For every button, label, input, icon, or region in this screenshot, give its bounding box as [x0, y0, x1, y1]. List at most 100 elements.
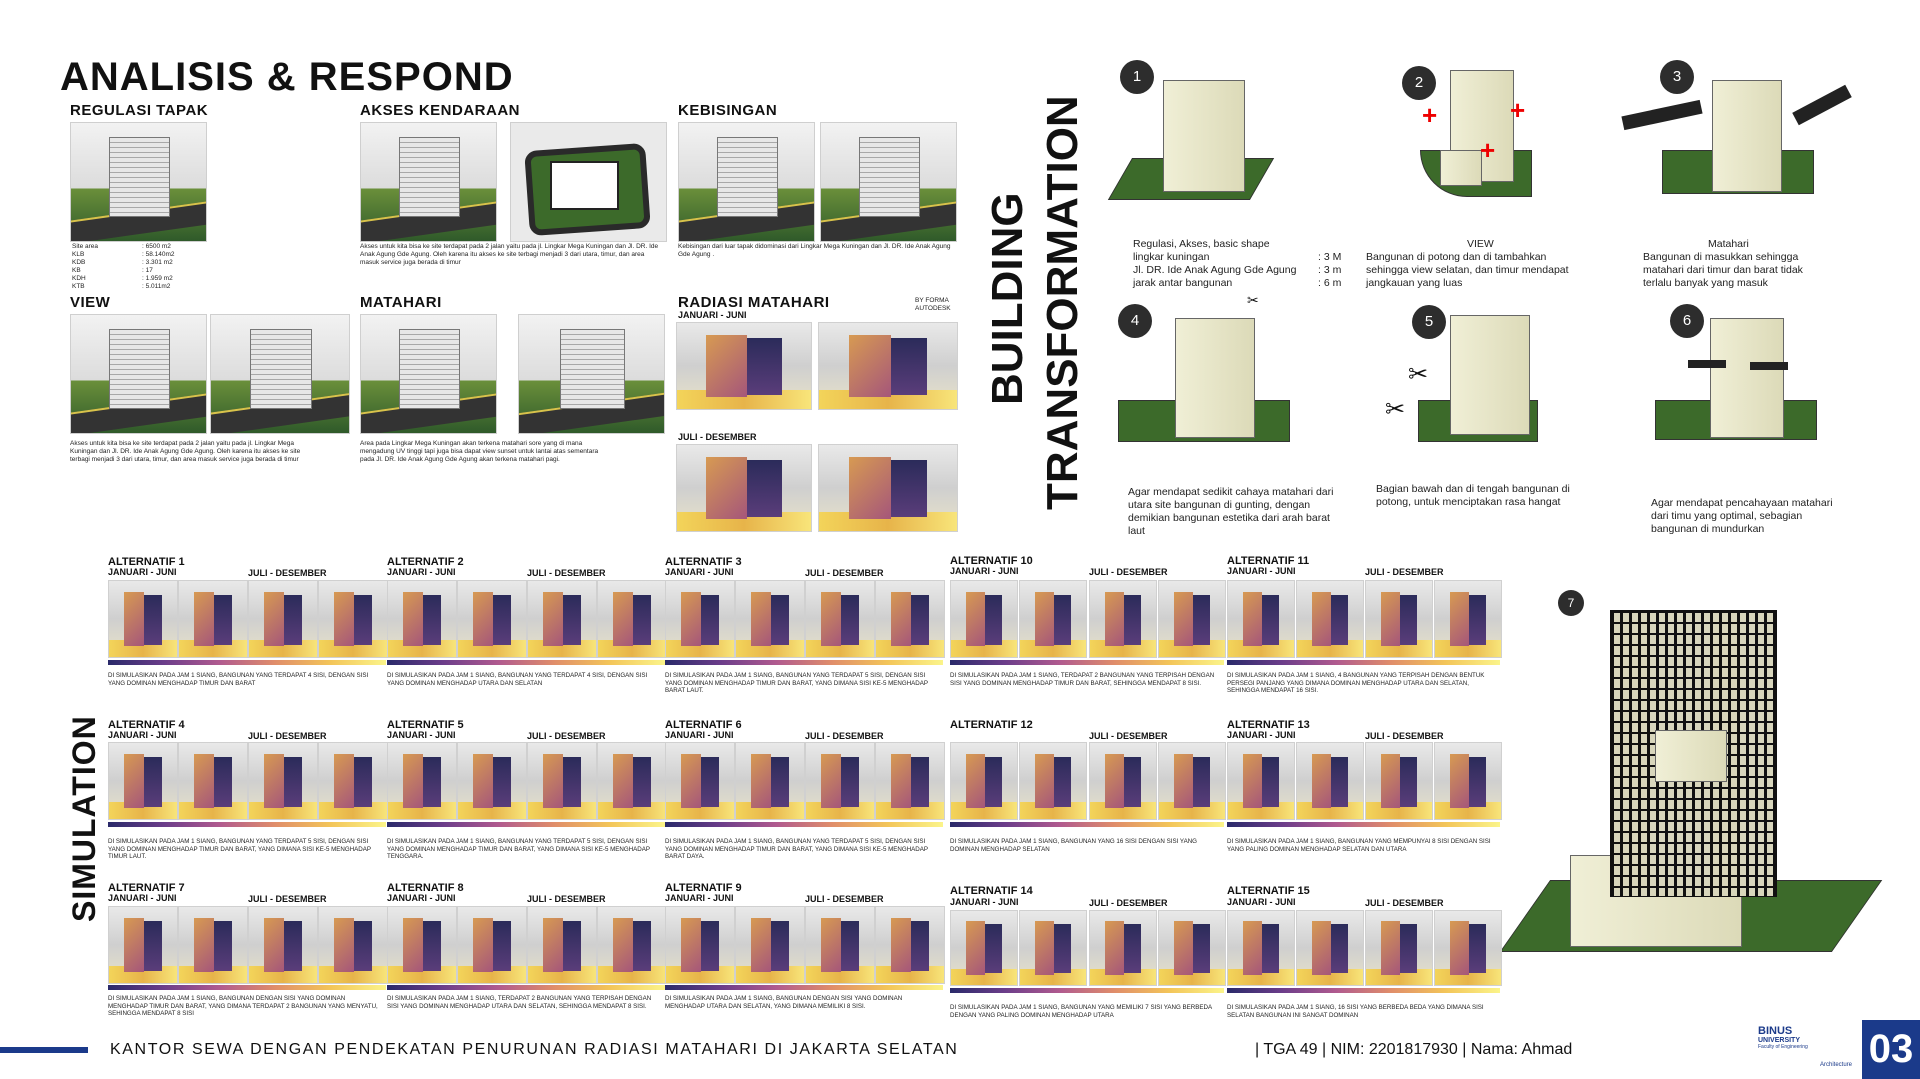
radiasi-title: RADIASI MATAHARI: [678, 294, 830, 311]
alt-11-p1: JANUARI - JUNI: [1227, 566, 1296, 576]
alt-15-scale: [1227, 988, 1500, 993]
alt-2-img: [457, 580, 527, 658]
alt-14-img: [1019, 910, 1087, 986]
alt-1-p2: JULI - DESEMBER: [248, 568, 327, 578]
view-image-1: [70, 314, 207, 434]
regulasi-title: REGULASI TAPAK: [70, 102, 209, 119]
alt-1-img: [248, 580, 318, 658]
alt-12-title: ALTERNATIF 12: [950, 719, 1033, 731]
alt-6-scale: [665, 822, 943, 827]
alt-12-p2: JULI - DESEMBER: [1089, 731, 1168, 741]
alt-15-p2: JULI - DESEMBER: [1365, 898, 1444, 908]
plus-icon: +: [1480, 135, 1496, 165]
alt-3-img: [805, 580, 875, 658]
alt-10-img: [1089, 580, 1157, 658]
step-2-text: Bangunan di potong dan di tambahkan sehi…: [1366, 251, 1569, 289]
alt-5-img: [527, 742, 597, 820]
footer-title: KANTOR SEWA DENGAN PENDEKATAN PENURUNAN …: [110, 1041, 959, 1058]
alt-6-img: [665, 742, 735, 820]
radiasi-period-2: JULI - DESEMBER: [678, 432, 757, 442]
alt-3-title: ALTERNATIF 3: [665, 556, 742, 568]
alt-1-img: [318, 580, 388, 658]
radiasi-image-4: [818, 444, 958, 532]
alt-6-p1: JANUARI - JUNI: [665, 730, 734, 740]
alt-6-img: [875, 742, 945, 820]
alt-11-img: [1227, 580, 1295, 658]
alt-1-scale: [108, 660, 386, 665]
alt-15-img: [1296, 910, 1364, 986]
alt-12-img: [1019, 742, 1087, 820]
alt-10-p2: JULI - DESEMBER: [1089, 567, 1168, 577]
alt-15-img: [1434, 910, 1502, 986]
alt-14-p1: JANUARI - JUNI: [950, 897, 1019, 907]
alt-5-p1: JANUARI - JUNI: [387, 730, 456, 740]
matahari-image-2: [518, 314, 665, 434]
alt-8-desc: DI SIMULASIKAN PADA JAM 1 SIANG, TERDAPA…: [387, 995, 652, 1010]
alt-3-p2: JULI - DESEMBER: [805, 568, 884, 578]
alt-13-scale: [1227, 822, 1500, 827]
step-5-massing: [1450, 315, 1530, 435]
alt-11-desc: DI SIMULASIKAN PADA JAM 1 SIANG, 4 BANGU…: [1227, 672, 1485, 694]
binus-logo: BINUS UNIVERSITY Faculty of Engineering: [1758, 1025, 1808, 1050]
alt-6-img: [735, 742, 805, 820]
alt-9-desc: DI SIMULASIKAN PADA JAM 1 SIANG, BANGUNA…: [665, 995, 903, 1010]
scissors-icon: ✂: [1385, 396, 1406, 423]
alt-7-p2: JULI - DESEMBER: [248, 894, 327, 904]
page-title: ANALISIS & RESPOND: [60, 55, 514, 99]
alt-4-p2: JULI - DESEMBER: [248, 731, 327, 741]
alt-9-img: [735, 906, 805, 984]
akses-map-image: [510, 122, 667, 242]
regulasi-image: [70, 122, 207, 242]
simulation-vertical: SIMULATION: [66, 715, 102, 922]
alt-14-p2: JULI - DESEMBER: [1089, 898, 1168, 908]
alt-13-p1: JANUARI - JUNI: [1227, 730, 1296, 740]
alt-7-img: [318, 906, 388, 984]
step-5-text: Bagian bawah dan di tengah bangunan di p…: [1376, 483, 1570, 508]
dept-label: Architecture: [1820, 1062, 1853, 1068]
kebisingan-title: KEBISINGAN: [678, 102, 778, 119]
alt-5-scale: [387, 822, 665, 827]
alt-7-img: [248, 906, 318, 984]
alt-5-img: [597, 742, 667, 820]
alt-12-scale: [950, 822, 1224, 827]
bt-vertical-1: BUILDING: [983, 192, 1032, 405]
alt-8-scale: [387, 985, 665, 990]
kebisingan-image-1: [678, 122, 815, 242]
regulasi-table: Site area: 6500 m2 KLB: 58.140m2 KDB: 3.…: [72, 243, 175, 290]
view-desc: Akses untuk kita bisa ke site terdapat p…: [70, 440, 301, 463]
alt-12-img: [1158, 742, 1226, 820]
alt-9-p1: JANUARI - JUNI: [665, 893, 734, 903]
alt-5-img: [457, 742, 527, 820]
step-6-massing: [1710, 318, 1784, 438]
alt-6-title: ALTERNATIF 6: [665, 719, 742, 731]
akses-desc: Akses untuk kita bisa ke site terdapat p…: [360, 243, 659, 266]
step-7-number: 7: [1558, 590, 1584, 616]
alt-7-p1: JANUARI - JUNI: [108, 893, 177, 903]
alt-4-img: [178, 742, 248, 820]
alt-12-img: [1089, 742, 1157, 820]
step-1-massing: [1163, 80, 1245, 192]
alt-3-scale: [665, 660, 943, 665]
step-4-text: Agar mendapat sedikit cahaya matahari da…: [1128, 486, 1334, 537]
plus-icon: +: [1422, 100, 1438, 130]
scissors-icon: ✂: [1247, 292, 1259, 308]
alt-1-img: [178, 580, 248, 658]
step-4-number: 4: [1118, 304, 1152, 338]
scissors-icon: ✂: [1408, 361, 1429, 388]
page-number-box: 03: [1862, 1020, 1920, 1079]
alt-13-img: [1365, 742, 1433, 820]
step-2-podium: [1440, 150, 1482, 186]
alt-9-img: [875, 906, 945, 984]
alt-4-p1: JANUARI - JUNI: [108, 730, 177, 740]
arrow-left-icon: [1792, 84, 1852, 126]
alt-14-scale: [950, 988, 1224, 993]
plus-icon: +: [1510, 95, 1526, 125]
alt-14-title: ALTERNATIF 14: [950, 885, 1033, 897]
step-3-number: 3: [1660, 60, 1694, 94]
alt-2-desc: DI SIMULASIKAN PADA JAM 1 SIANG, BANGUNA…: [387, 672, 648, 687]
akses-image-1: [360, 122, 497, 242]
alt-14-img: [1089, 910, 1157, 986]
alt-9-p2: JULI - DESEMBER: [805, 894, 884, 904]
alt-8-p1: JANUARI - JUNI: [387, 893, 456, 903]
alt-8-img: [387, 906, 457, 984]
